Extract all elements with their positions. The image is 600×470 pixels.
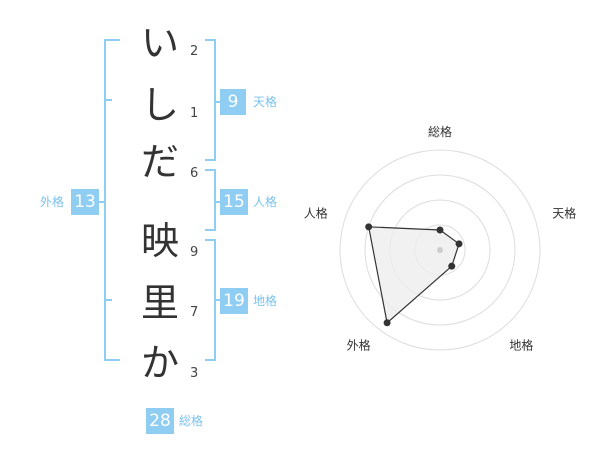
radar-point [448, 262, 456, 270]
radar-axis-label: 人格 [304, 206, 328, 221]
tenkaku-badge: 9 [220, 89, 246, 115]
tenkaku-label: 天格 [253, 95, 278, 109]
soukaku-label: 総格 [179, 414, 204, 428]
name-char: だ [140, 140, 179, 184]
radar-polygon [367, 226, 460, 324]
radar-point [455, 240, 463, 248]
stroke-count: 1 [190, 106, 199, 121]
radar-center [437, 247, 443, 253]
jinkaku-badge: 15 [220, 189, 248, 215]
name-char: か [140, 341, 179, 385]
soukaku-badge: 28 [146, 408, 174, 434]
radar-ring [339, 149, 541, 351]
name-char: 映 [140, 219, 179, 263]
stroke-count: 9 [190, 245, 199, 260]
radar-axis-label: 地格 [509, 337, 533, 352]
stroke-count: 6 [190, 166, 199, 181]
radar-axis-label: 総格 [428, 124, 452, 139]
radar-point [436, 226, 444, 234]
gaikaku-badge: 13 [71, 189, 99, 215]
radar-point [383, 319, 391, 327]
tenkaku-bracket [205, 39, 216, 161]
name-char: い [140, 21, 179, 65]
name-char: し [140, 83, 179, 127]
stroke-count: 3 [190, 366, 199, 381]
radar-point [365, 223, 373, 231]
radar-axis-label: 外格 [347, 337, 371, 352]
gaikaku-bracket [104, 39, 120, 361]
chikaku-label: 地格 [253, 294, 278, 308]
chikaku-badge: 19 [220, 288, 248, 314]
jinkaku-label: 人格 [253, 195, 278, 209]
name-char: 里 [140, 281, 179, 325]
radar-ring [364, 174, 516, 326]
gaikaku-label: 外格 [40, 195, 65, 209]
stroke-count: 2 [190, 44, 199, 59]
radar-axis-label: 天格 [552, 206, 576, 221]
stroke-count: 7 [190, 305, 199, 320]
jinkaku-bracket [205, 169, 216, 231]
